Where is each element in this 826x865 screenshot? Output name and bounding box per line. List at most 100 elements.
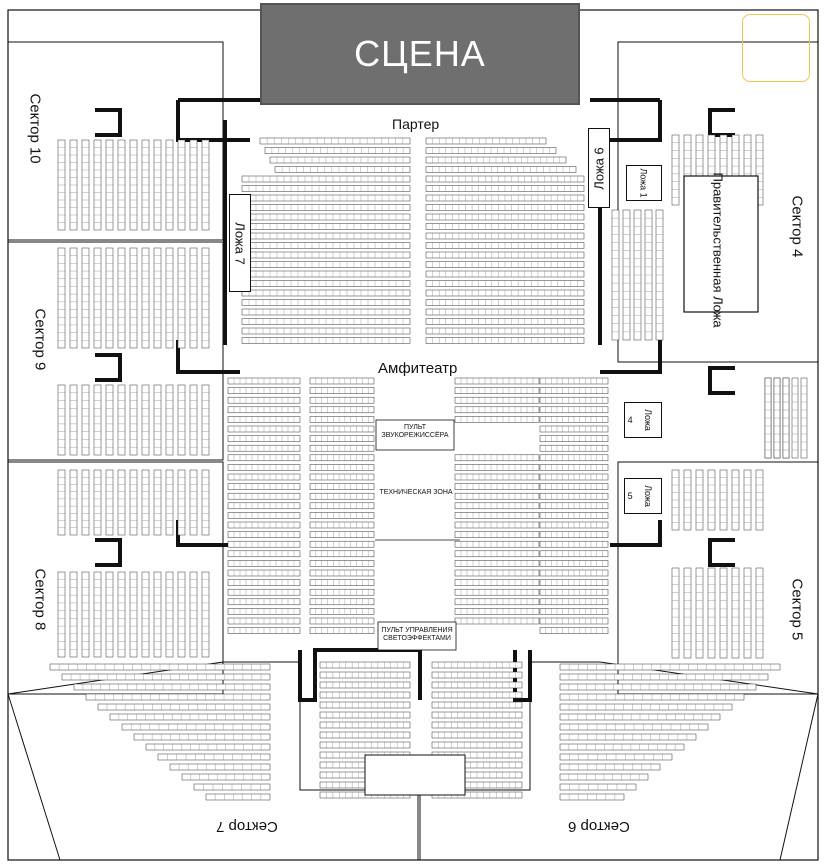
parter-row-left[interactable] [259, 137, 411, 145]
sector-4-row[interactable] [671, 134, 680, 206]
loge-6[interactable]: Ложа 6 [588, 128, 610, 208]
amph-row-center-left[interactable] [309, 588, 375, 596]
sector-9-row[interactable] [69, 384, 78, 456]
amph-row-center-left[interactable] [309, 502, 375, 510]
amph-row-center-left[interactable] [309, 617, 375, 625]
sector-4-area[interactable] [617, 41, 819, 363]
amph-row-center-left[interactable] [309, 435, 375, 442]
sector-6-row[interactable] [559, 673, 769, 681]
amph-row-center-left[interactable] [309, 531, 375, 538]
sector-9-row[interactable] [105, 384, 114, 456]
amph-row-center-left[interactable] [309, 425, 375, 433]
sector-8-row[interactable] [129, 571, 138, 658]
sector-9-row[interactable] [81, 247, 90, 349]
sector-9-row[interactable] [117, 247, 126, 349]
sector-8-row[interactable] [153, 571, 162, 658]
sector-7-row[interactable] [169, 763, 271, 771]
sector-6-row[interactable] [559, 793, 625, 801]
amph-row-center-left[interactable] [309, 560, 375, 567]
sector-8-row[interactable] [129, 469, 138, 536]
sector-8-row[interactable] [81, 469, 90, 536]
sector-9-row[interactable] [141, 247, 150, 349]
sector-9-row[interactable] [93, 384, 102, 456]
parter-row-right[interactable] [425, 166, 577, 173]
sector-8-row[interactable] [93, 469, 102, 536]
sector-9-row[interactable] [189, 384, 198, 456]
sector-8-row[interactable] [117, 469, 126, 536]
sector-9-row[interactable] [81, 384, 90, 456]
sector-9-row[interactable] [57, 247, 66, 349]
sector-8-row[interactable] [177, 571, 186, 658]
amph-row-center-left[interactable] [309, 579, 375, 586]
sector-9-row[interactable] [165, 247, 174, 349]
government-loge-box[interactable] [683, 175, 759, 313]
sector-9-row[interactable] [177, 384, 186, 456]
amph-row-center-left[interactable] [309, 406, 375, 414]
sector-9-row[interactable] [57, 384, 66, 456]
sector-9-row[interactable] [153, 247, 162, 349]
amph-row-center-left[interactable] [309, 473, 375, 481]
sector-9-row[interactable] [165, 384, 174, 456]
sector-9-row[interactable] [129, 247, 138, 349]
sector-9-area[interactable] [7, 241, 224, 461]
sector-9-row[interactable] [153, 384, 162, 456]
sector-9-row[interactable] [105, 247, 114, 349]
sector-6-row[interactable] [559, 763, 661, 771]
loge-7[interactable]: Ложа 7 [229, 194, 251, 292]
sector-5-row[interactable] [731, 567, 740, 659]
sector-5-row[interactable] [671, 567, 680, 659]
amph-row-center-left[interactable] [309, 377, 375, 385]
sector-6-area[interactable] [419, 661, 819, 861]
sector-5-row[interactable] [683, 567, 692, 659]
sector-9-row[interactable] [189, 247, 198, 349]
amph-row-center-left[interactable] [309, 492, 375, 500]
sector-8-row[interactable] [69, 469, 78, 536]
sector-9-row[interactable] [201, 384, 210, 456]
amph-row-center-left[interactable] [309, 387, 375, 394]
sector-5-row[interactable] [755, 567, 764, 659]
sector-8-row[interactable] [141, 571, 150, 658]
sector-8-row[interactable] [201, 571, 210, 658]
sector-4-row[interactable] [755, 134, 764, 206]
amph-row-center-left[interactable] [309, 483, 375, 490]
amph-row-center-left[interactable] [309, 444, 375, 452]
amph-row-center-left[interactable] [309, 627, 375, 634]
sector-9-row[interactable] [141, 384, 150, 456]
sector-5-row[interactable] [719, 567, 728, 659]
sector-8-row[interactable] [81, 571, 90, 658]
sector-8-row[interactable] [177, 469, 186, 536]
sector-7-row[interactable] [61, 673, 271, 681]
amph-row-center-left[interactable] [309, 569, 375, 577]
amph-row-center-left[interactable] [309, 396, 375, 404]
sector-8-row[interactable] [93, 571, 102, 658]
amph-row-center-left[interactable] [309, 521, 375, 529]
sector-9-row[interactable] [69, 247, 78, 349]
sector-5-row[interactable] [695, 567, 704, 659]
sector-9-row[interactable] [129, 384, 138, 456]
sector-9-row[interactable] [201, 247, 210, 349]
loge-1[interactable]: Ложа 1 [626, 165, 662, 201]
parter-row-left[interactable] [274, 166, 411, 173]
sector-9-row[interactable] [177, 247, 186, 349]
amph-row-center-left[interactable] [309, 454, 375, 462]
sector-7-row[interactable] [133, 733, 271, 741]
sector-7-area[interactable] [7, 661, 419, 861]
sector-8-row[interactable] [153, 469, 162, 536]
sector-5-row[interactable] [743, 567, 752, 659]
parter-row-left[interactable] [264, 147, 411, 154]
sector-8-row[interactable] [165, 469, 174, 536]
amph-row-center-left[interactable] [309, 550, 375, 558]
sector-6-row[interactable] [559, 703, 733, 711]
sector-7-row[interactable] [205, 793, 271, 801]
sector-8-row[interactable] [201, 469, 210, 536]
sector-8-row[interactable] [189, 571, 198, 658]
sector-8-row[interactable] [117, 571, 126, 658]
amph-row-center-left[interactable] [309, 464, 375, 471]
amph-row-center-left[interactable] [309, 598, 375, 606]
sector-6-row[interactable] [559, 733, 697, 741]
sector-8-row[interactable] [57, 469, 66, 536]
sector-8-row[interactable] [105, 571, 114, 658]
sector-8-row[interactable] [105, 469, 114, 536]
sector-8-row[interactable] [141, 469, 150, 536]
